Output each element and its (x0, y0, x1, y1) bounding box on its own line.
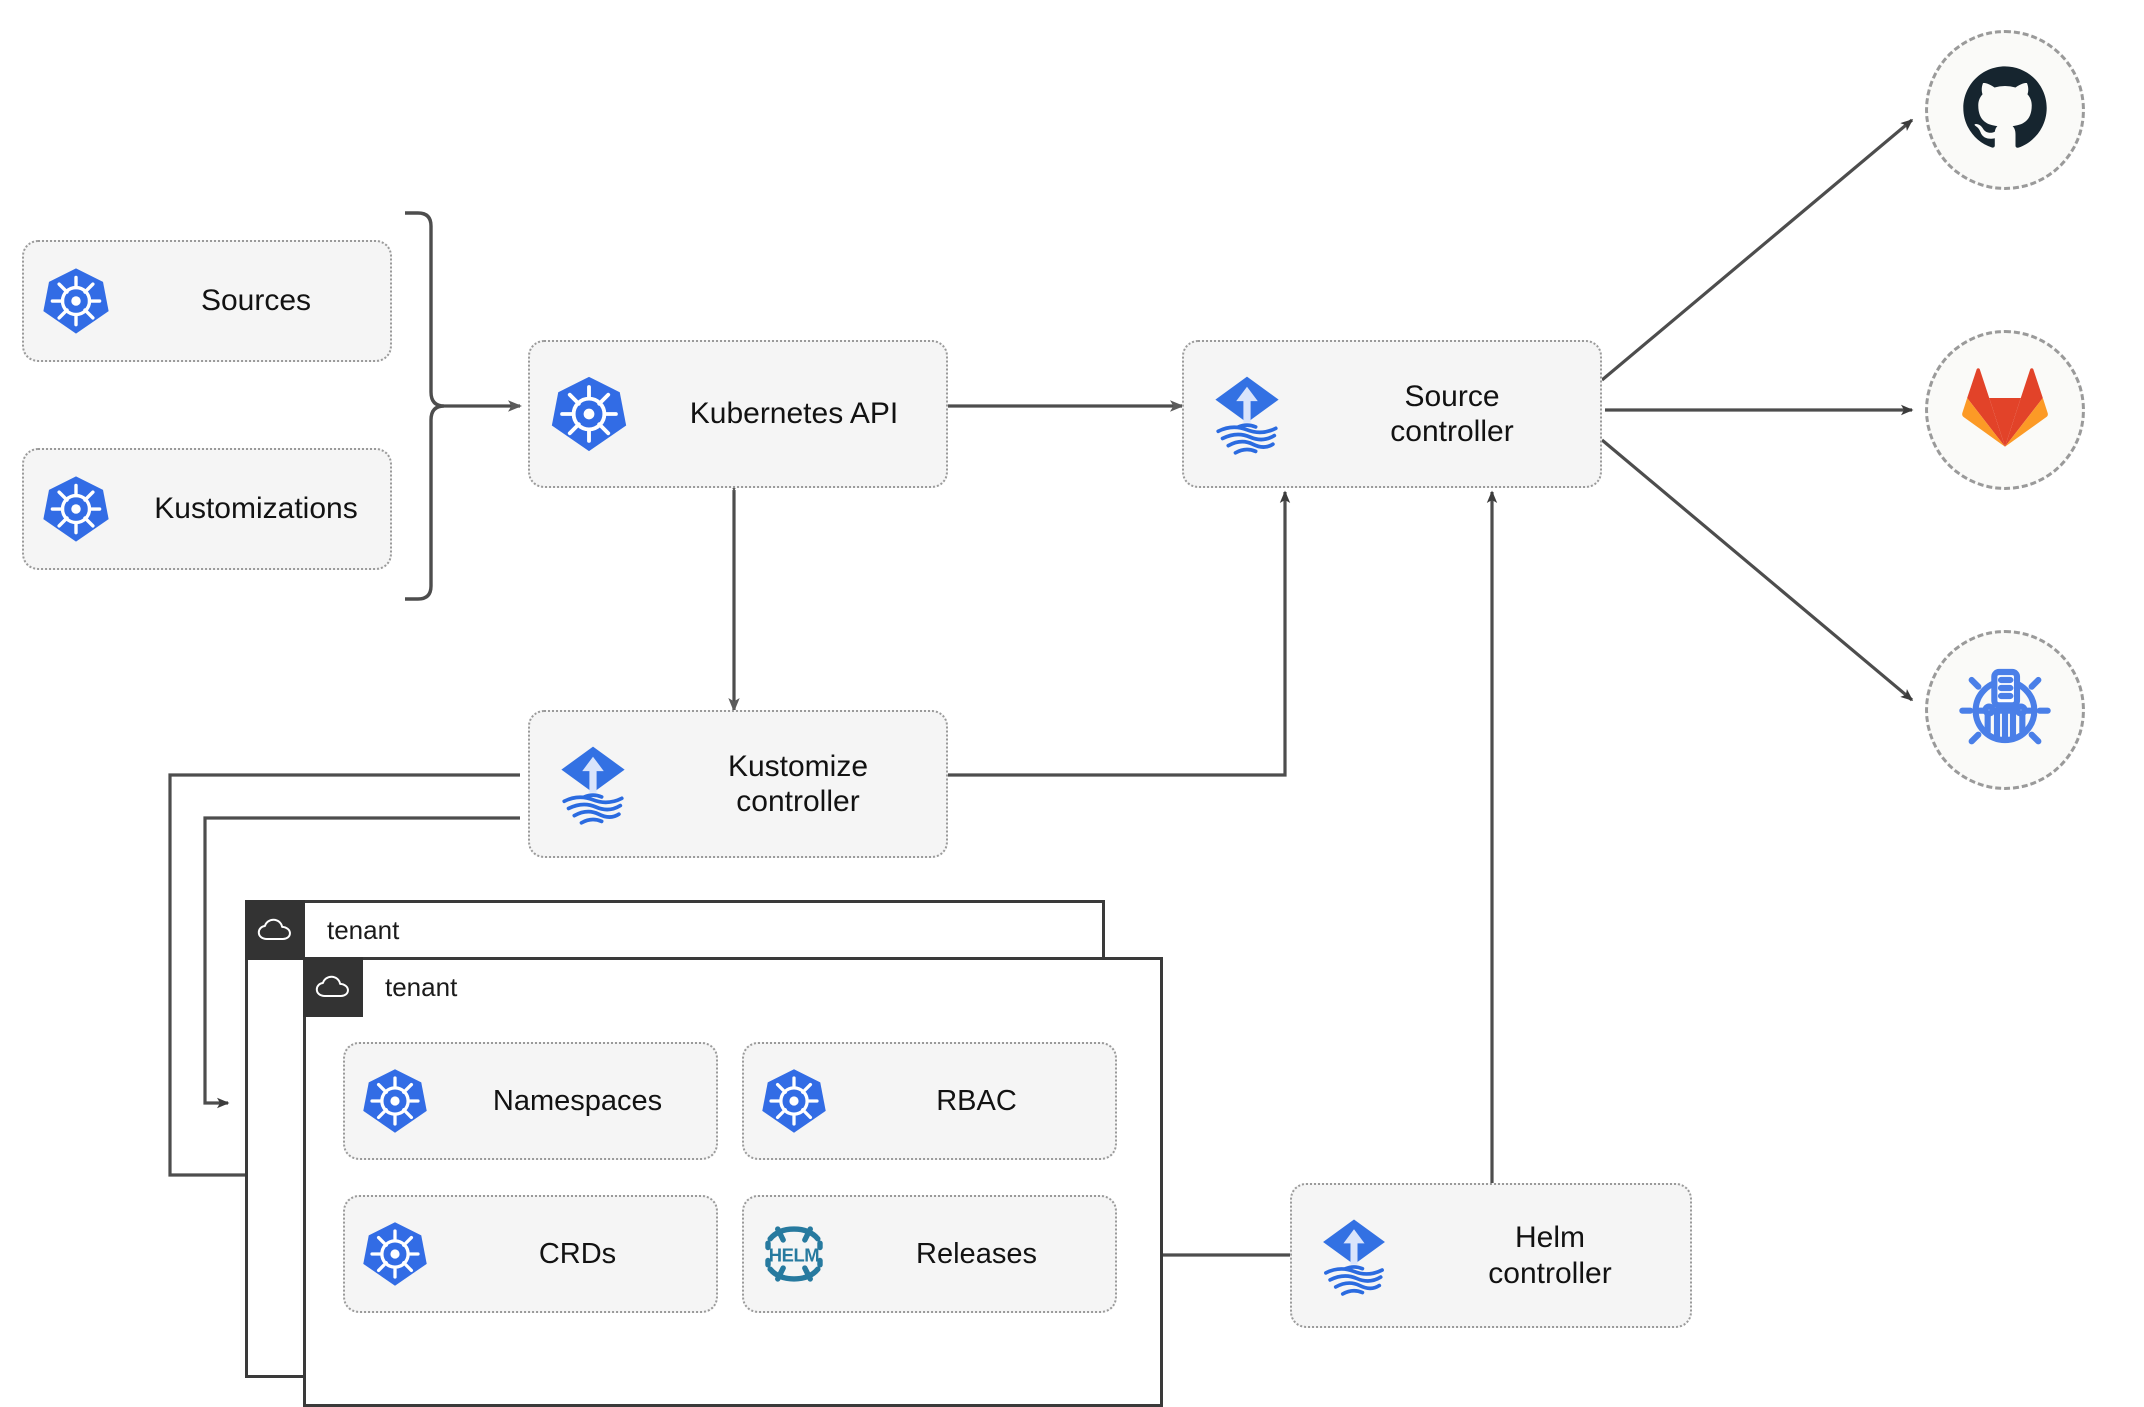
svg-text:HELM: HELM (769, 1245, 820, 1266)
tenant-resource-label: RBAC (936, 1084, 1017, 1117)
tenant-resource-rbac[interactable]: RBAC (742, 1042, 1117, 1160)
flux-icon (1184, 368, 1310, 460)
group-brace (405, 211, 445, 601)
tenant-resource-label: Releases (916, 1237, 1037, 1270)
kubernetes-icon (530, 373, 648, 455)
node-kubernetes-api[interactable]: Kubernetes API (528, 340, 948, 488)
kubernetes-icon (345, 1066, 445, 1136)
tenant-resource-label: Namespaces (492, 1084, 663, 1117)
tenant-window-front[interactable]: tenant (303, 957, 1163, 1407)
node-label: Helm controller (1488, 1221, 1612, 1290)
gitlab-icon (1959, 365, 2051, 456)
tenant-tab: tenant (245, 900, 399, 960)
cloud-icon (245, 900, 305, 960)
edge-source-controller-to-github (1600, 118, 1914, 382)
harbor-icon (1957, 660, 2053, 761)
node-helm-controller[interactable]: Helm controller (1290, 1183, 1692, 1328)
provider-gitlab[interactable] (1925, 330, 2085, 490)
tenant-tab: tenant (303, 957, 457, 1017)
tenant-label: tenant (327, 914, 400, 945)
github-icon (1959, 62, 2051, 159)
node-source-controller[interactable]: Source controller (1182, 340, 1602, 488)
node-label: Kubernetes API (689, 397, 899, 431)
resource-card-label: Kustomizations (154, 492, 358, 526)
helm-icon: HELM (744, 1215, 844, 1293)
kubernetes-icon (24, 265, 128, 337)
provider-harbor[interactable] (1925, 630, 2085, 790)
flux-icon (530, 738, 656, 830)
tenant-resource-namespaces[interactable]: Namespaces (343, 1042, 718, 1160)
tenant-label: tenant (385, 971, 458, 1002)
resource-card-kustomizations[interactable]: Kustomizations (22, 448, 392, 570)
tenant-resource-releases[interactable]: HELM Releases (742, 1195, 1117, 1313)
node-label: Source controller (1390, 379, 1514, 448)
edge-source-controller-to-harbor (1600, 438, 1914, 702)
edge-kustomize-to-source-controller (948, 490, 1291, 777)
kubernetes-icon (744, 1066, 844, 1136)
provider-github[interactable] (1925, 30, 2085, 190)
tenant-resource-label: CRDs (538, 1237, 617, 1270)
node-label: Kustomize controller (727, 749, 869, 818)
cloud-icon (303, 957, 363, 1017)
resource-card-sources[interactable]: Sources (22, 240, 392, 362)
kubernetes-icon (24, 473, 128, 545)
tenant-resource-crds[interactable]: CRDs (343, 1195, 718, 1313)
flux-icon (1292, 1211, 1416, 1301)
node-kustomize-controller[interactable]: Kustomize controller (528, 710, 948, 858)
kubernetes-icon (345, 1219, 445, 1289)
resource-card-label: Sources (200, 284, 312, 318)
